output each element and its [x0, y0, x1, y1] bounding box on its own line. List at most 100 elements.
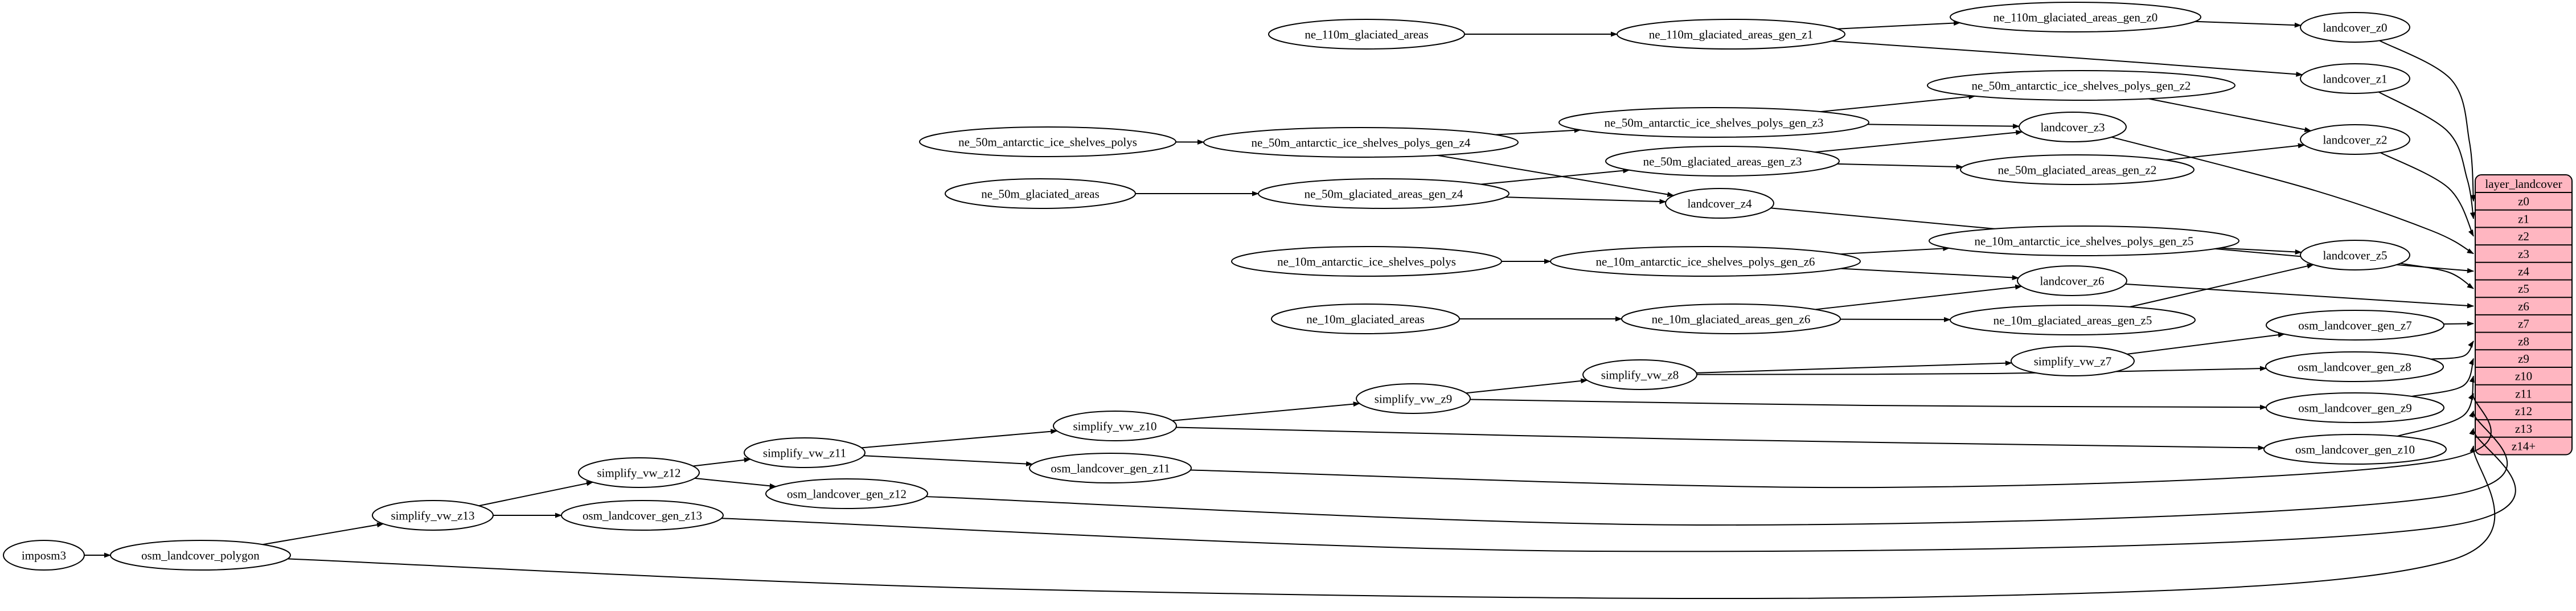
edge-simplify_vw_z10--osm_landcover_gen_z10 [1176, 427, 2265, 450]
table-row-label: z0 [2518, 195, 2529, 208]
node-ellipse [2017, 265, 2127, 296]
node-ellipse [2300, 124, 2410, 155]
node-label: landcover_z4 [1687, 196, 1752, 210]
node-label: landcover_z0 [2323, 20, 2387, 34]
edge-landcover_z3--layer_landcover.z3 [2111, 136, 2474, 255]
table-row-z11: z11 [2475, 384, 2572, 400]
table-row-label: z4 [2518, 265, 2529, 278]
edge-ne_50m_antarctic_ice_shelves_polys_gen_z3--landcover_z3 [1867, 124, 2020, 129]
edge-osm_landcover_polygon--layer_landcover.z14+ [288, 445, 2496, 600]
layer-landcover-table: layer_landcoverz0z1z2z3z4z5z6z7z8z9z10z1… [2475, 174, 2573, 456]
node-landcover_z4: landcover_z4 [1665, 188, 1774, 219]
edge-osm_landcover_gen_z11--layer_landcover.z11 [1190, 393, 2492, 489]
node-ellipse [1621, 304, 1841, 334]
node-osm_landcover_gen_z11: osm_landcover_gen_z11 [1029, 453, 1192, 483]
node-landcover_z2: landcover_z2 [2300, 124, 2410, 155]
edge-ne_10m_glaciated_areas_gen_z5--landcover_z5 [2129, 263, 2314, 307]
edge-ne_10m_antarctic_ice_shelves_polys_gen_z6--landcover_z6 [1841, 268, 2019, 280]
node-label: ne_50m_antarctic_ice_shelves_polys_gen_z… [1972, 79, 2191, 92]
table-row-label: z6 [2518, 300, 2529, 313]
edge-simplify_vw_z9--simplify_vw_z8 [1466, 378, 1588, 394]
node-label: ne_50m_antarctic_ice_shelves_polys [958, 135, 1137, 149]
table-row-z5: z5 [2475, 279, 2572, 296]
table-row-label: z12 [2515, 404, 2532, 418]
edge-ne_10m_antarctic_ice_shelves_polys_gen_z6--ne_10m_antarctic_ice_shelves_polys_gen_z5 [1840, 245, 1950, 255]
node-label: ne_50m_glaciated_areas [981, 187, 1100, 200]
node-landcover_z5: landcover_z5 [2300, 240, 2410, 270]
edge-osm_landcover_gen_z13--layer_landcover.z13 [721, 428, 2516, 552]
node-label: ne_50m_antarctic_ice_shelves_polys_gen_z… [1252, 136, 1471, 149]
node-ellipse [1268, 19, 1465, 50]
node-label: imposm3 [22, 548, 66, 562]
node-label: osm_landcover_gen_z12 [787, 487, 906, 501]
node-ellipse [2300, 240, 2410, 270]
table-row-label: z1 [2518, 212, 2529, 225]
node-osm_landcover_gen_z8: osm_landcover_gen_z8 [2265, 351, 2444, 382]
edge-ne_50m_antarctic_ice_shelves_polys_gen_z3--ne_50m_antarctic_ice_shelves_polys_gen_z2 [1820, 94, 1976, 113]
node-simplify_vw_z9: simplify_vw_z9 [1356, 383, 1471, 414]
node-label: ne_10m_glaciated_areas_gen_z6 [1652, 312, 1811, 326]
table-row-label: z13 [2515, 422, 2532, 436]
table-row-label: z11 [2515, 387, 2532, 400]
node-label: osm_landcover_gen_z8 [2298, 360, 2411, 374]
node-ellipse [1582, 359, 1697, 390]
node-label: simplify_vw_z9 [1375, 392, 1453, 405]
node-ellipse [1950, 2, 2201, 32]
edge-osm_landcover_polygon--simplify_vw_z13 [262, 522, 384, 546]
edge-simplify_vw_z11--simplify_vw_z10 [861, 429, 1058, 449]
edge-landcover_z0--layer_landcover.z0 [2379, 40, 2476, 202]
edge-ne_50m_glaciated_areas_gen_z4--landcover_z4 [1505, 196, 1667, 204]
edge-simplify_vw_z12--osm_landcover_gen_z12 [694, 477, 777, 489]
table-row-z10: z10 [2475, 367, 2572, 383]
node-simplify_vw_z8: simplify_vw_z8 [1582, 359, 1697, 390]
edge-simplify_vw_z10--simplify_vw_z9 [1172, 401, 1360, 421]
node-ellipse [744, 437, 865, 468]
node-ellipse [372, 500, 494, 531]
edge-ne_10m_antarctic_ice_shelves_polys_gen_z5--landcover_z5 [2220, 247, 2302, 255]
node-landcover_z0: landcover_z0 [2300, 12, 2410, 43]
node-label: ne_10m_glaciated_areas [1306, 312, 1425, 326]
node-landcover_z3: landcover_z3 [2019, 112, 2127, 142]
edge-ne_50m_antarctic_ice_shelves_polys_gen_z2--landcover_z2 [2148, 98, 2312, 132]
node-label: ne_110m_glaciated_areas_gen_z0 [1993, 10, 2157, 24]
node-ellipse [945, 178, 1136, 209]
table-row-label: z7 [2518, 317, 2529, 331]
edge-layer [84, 20, 2516, 600]
node-ne_110m_glaciated_areas: ne_110m_glaciated_areas [1268, 19, 1465, 50]
node-label: simplify_vw_z10 [1073, 419, 1157, 433]
node-ellipse [1550, 246, 1861, 277]
node-ellipse [3, 540, 85, 571]
edge-simplify_vw_z9--osm_landcover_gen_z9 [1470, 399, 2267, 410]
node-ne_50m_antarctic_ice_shelves_polys_gen_z4: ne_50m_antarctic_ice_shelves_polys_gen_z… [1203, 127, 1519, 158]
node-ellipse [1950, 305, 2196, 335]
node-label: ne_10m_glaciated_areas_gen_z5 [1993, 313, 2152, 327]
edge-simplify_vw_z7--osm_landcover_gen_z7 [2127, 332, 2285, 355]
node-ellipse [1203, 127, 1519, 158]
table-row-label: z9 [2518, 352, 2529, 366]
table-row-label: z8 [2518, 334, 2529, 348]
edge-landcover_z5--layer_landcover.z5 [2400, 263, 2474, 289]
node-ellipse [2300, 12, 2410, 43]
table-row-z7: z7 [2475, 314, 2572, 331]
edge-simplify_vw_z8--osm_landcover_gen_z8 [1696, 366, 2267, 375]
node-label: ne_110m_glaciated_areas_gen_z1 [1649, 27, 1813, 41]
node-label: landcover_z5 [2323, 248, 2387, 262]
table-row-label: z2 [2518, 229, 2529, 243]
edge-osm_landcover_gen_z7--layer_landcover.z7 [2443, 321, 2474, 326]
node-label: simplify_vw_z11 [763, 446, 846, 460]
table-row-label: z10 [2515, 370, 2532, 383]
node-ellipse [1927, 70, 2235, 101]
edge-ne_110m_glaciated_areas_gen_z0--landcover_z0 [2195, 20, 2302, 28]
node-label: ne_10m_antarctic_ice_shelves_polys_gen_z… [1596, 255, 1815, 268]
table-row-z9: z9 [2475, 349, 2572, 366]
edge-ne_110m_glaciated_areas_gen_z1--landcover_z1 [1831, 40, 2303, 77]
edge-osm_landcover_gen_z10--layer_landcover.z10 [2397, 375, 2475, 437]
table-row-label: z5 [2518, 282, 2529, 296]
node-ellipse [2265, 351, 2444, 382]
node-label: landcover_z6 [2040, 274, 2104, 288]
node-ne_50m_glaciated_areas_gen_z4: ne_50m_glaciated_areas_gen_z4 [1258, 178, 1509, 209]
table-row-label: z14+ [2512, 440, 2536, 453]
